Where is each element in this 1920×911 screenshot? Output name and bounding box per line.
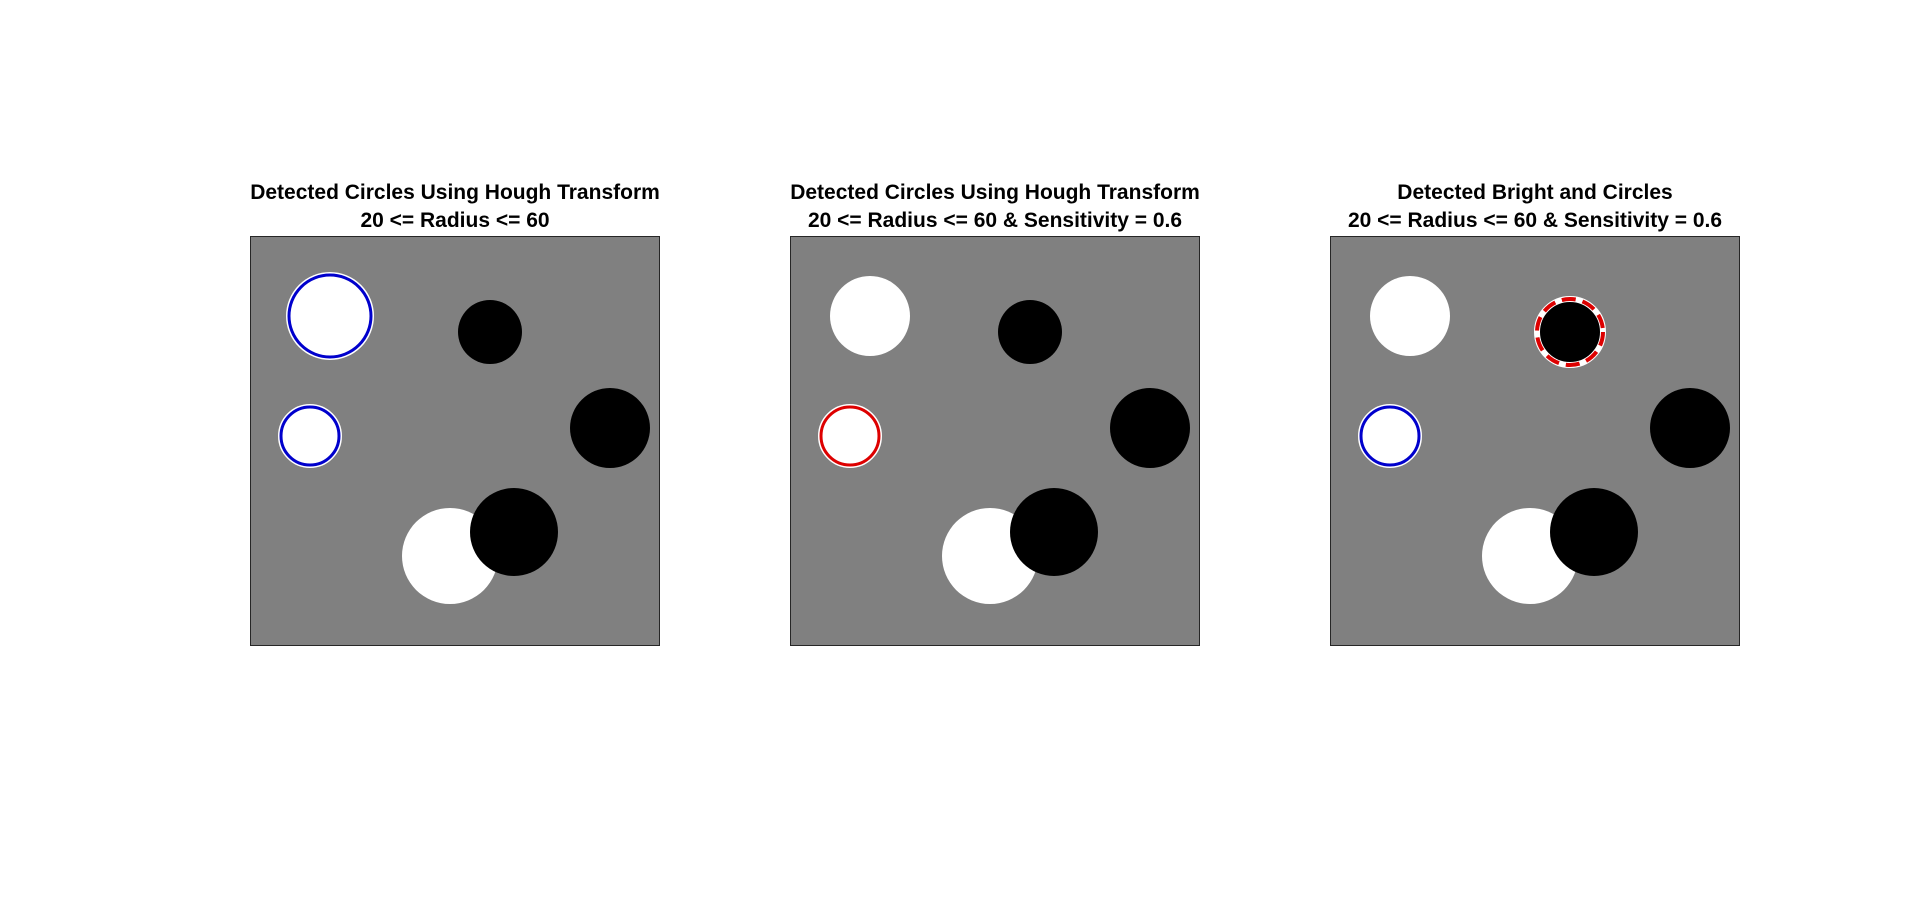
panel-1-title-line2: 20 <= Radius <= 60 [360, 209, 550, 232]
dark-disk [1550, 488, 1638, 576]
bright-disk [1370, 276, 1450, 356]
panel-3-image-axes [1330, 236, 1740, 646]
bright-disk [290, 276, 370, 356]
panel-1-image [251, 237, 659, 645]
bright-disk [282, 408, 338, 464]
bright-disk [822, 408, 878, 464]
panel-2-image-axes [790, 236, 1200, 646]
dark-disk [1538, 300, 1602, 364]
panel-3-image [1331, 237, 1739, 645]
panel-1-title-line1: Detected Circles Using Hough Transform [250, 181, 660, 204]
dark-disk [998, 300, 1062, 364]
panel-3-title: Detected Bright and Circles 20 <= Radius… [1255, 179, 1815, 235]
detected-circle-marker [1359, 405, 1421, 467]
detected-circle-marker [279, 405, 341, 467]
dark-disk [570, 388, 650, 468]
panel-2-title-line1: Detected Circles Using Hough Transform [790, 181, 1200, 204]
dark-disk [1650, 388, 1730, 468]
bright-disk [830, 276, 910, 356]
panel-2-image [791, 237, 1199, 645]
dark-disk [458, 300, 522, 364]
panel-2-title: Detected Circles Using Hough Transform 2… [715, 179, 1275, 235]
detected-circle-marker [819, 405, 881, 467]
panel-3-title-line1: Detected Bright and Circles [1397, 181, 1673, 204]
dark-disk [470, 488, 558, 576]
dark-disk [1110, 388, 1190, 468]
panel-1-title: Detected Circles Using Hough Transform 2… [175, 179, 735, 235]
detected-circle-marker [287, 273, 373, 359]
bright-disk [1362, 408, 1418, 464]
panel-1-image-axes [250, 236, 660, 646]
dark-disk [1010, 488, 1098, 576]
panel-3-title-line2: 20 <= Radius <= 60 & Sensitivity = 0.6 [1347, 209, 1723, 232]
detected-dark-circle-marker [1535, 297, 1605, 367]
panel-2-title-line2: 20 <= Radius <= 60 & Sensitivity = 0.6 [807, 209, 1183, 232]
